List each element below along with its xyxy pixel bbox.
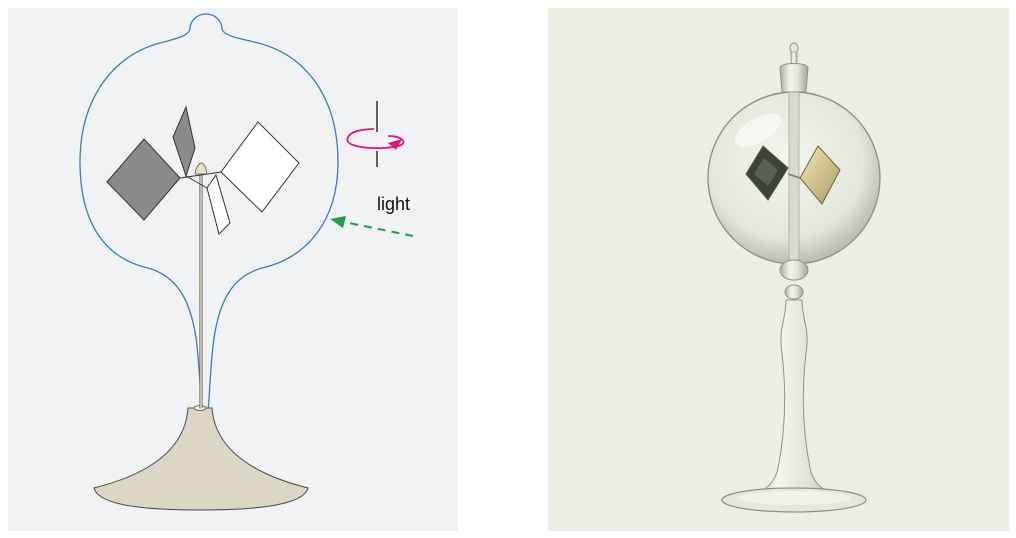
radiometer-diagram-svg: light — [8, 8, 458, 531]
radiometer-photo-svg — [548, 8, 1009, 531]
radiometer-photo — [548, 8, 1009, 531]
radiometer-diagram: light — [8, 8, 458, 531]
neck-knob — [780, 260, 808, 280]
light-label: light — [377, 194, 410, 214]
photo-background — [548, 8, 1009, 531]
